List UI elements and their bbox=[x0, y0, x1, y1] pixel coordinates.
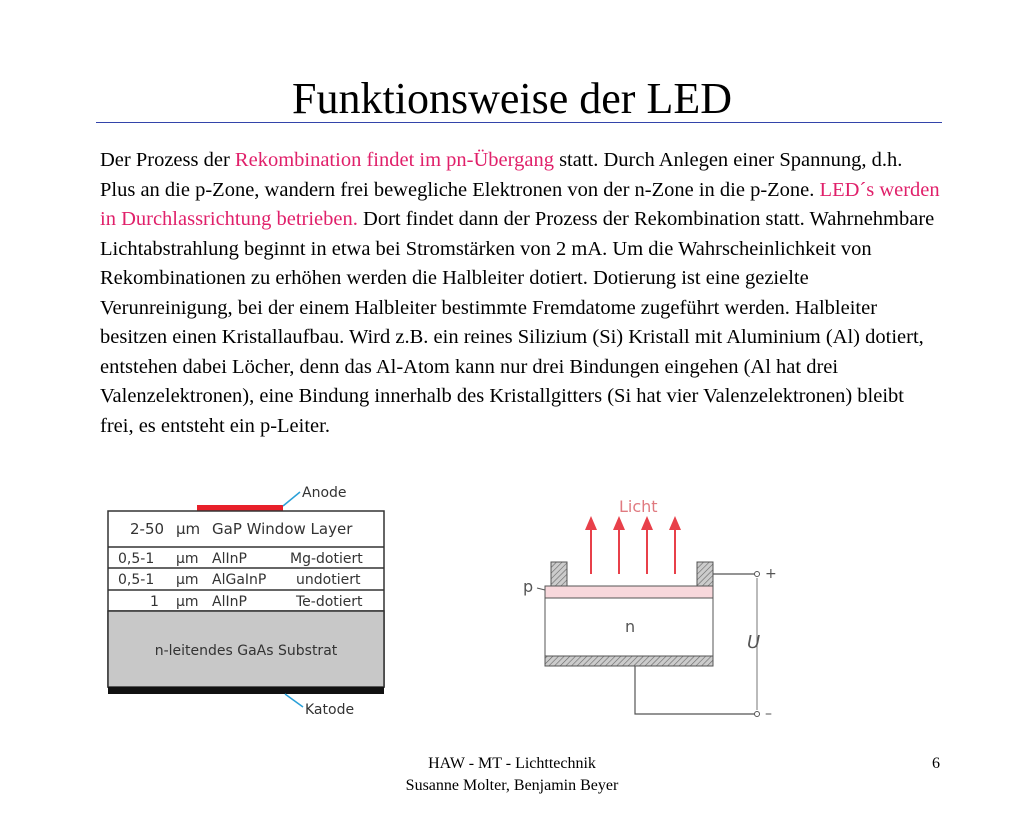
n-layer bbox=[544, 597, 714, 657]
top-contact-left bbox=[550, 561, 568, 587]
terminal-plus bbox=[754, 571, 760, 577]
light-arrow-head bbox=[669, 516, 681, 530]
substrate-label: n-leitendes GaAs Substrat bbox=[155, 643, 338, 659]
p-label: p bbox=[523, 577, 533, 596]
top-contact-right bbox=[696, 561, 714, 587]
led-circuit-diagram: Licht p n + – U bbox=[523, 497, 777, 722]
text-segment: Dort findet dann der Prozess der Rekombi… bbox=[100, 208, 935, 437]
layer-material: GaP Window Layer bbox=[212, 520, 353, 538]
body-paragraph: Der Prozess der Rekombination findet im … bbox=[100, 146, 940, 441]
anode-leader-line bbox=[282, 491, 301, 507]
p-layer bbox=[544, 585, 714, 599]
p-leader bbox=[536, 587, 546, 591]
layer-unit: µm bbox=[176, 594, 199, 610]
cathode-contact bbox=[108, 687, 384, 694]
led-layer-structure-diagram: Anode 2-50 µm GaP Window Layer 0,5-1 µm … bbox=[107, 485, 385, 718]
minus-label: – bbox=[765, 706, 772, 722]
layer-unit: µm bbox=[176, 551, 199, 567]
u-label: U bbox=[747, 632, 760, 653]
layer-doping: Mg-dotiert bbox=[290, 551, 363, 567]
footer-course: HAW - MT - Lichttechnik bbox=[428, 755, 596, 772]
layer-thickness: 2-50 bbox=[130, 520, 164, 538]
plus-label: + bbox=[765, 566, 777, 582]
licht-label: Licht bbox=[619, 497, 658, 516]
layer-unit: µm bbox=[176, 520, 200, 538]
wire-minus bbox=[634, 666, 755, 715]
highlight-forward-bias: LED´s werden in Durchlassrichtung betrie… bbox=[100, 178, 940, 231]
light-arrow-head bbox=[613, 516, 625, 530]
layer-material: AlInP bbox=[212, 551, 247, 567]
anode-label: Anode bbox=[302, 485, 347, 501]
anode-contact bbox=[197, 505, 283, 511]
katode-label: Katode bbox=[305, 702, 354, 718]
slide-title: Funktionsweise der LED bbox=[292, 74, 732, 123]
layer-doping: Te-dotiert bbox=[295, 594, 363, 610]
cathode-leader-line bbox=[284, 693, 304, 708]
text-segment: statt. Durch Anlegen einer Spannung, d.h… bbox=[100, 149, 903, 201]
n-label: n bbox=[625, 617, 635, 636]
layer-material: AlInP bbox=[212, 594, 247, 610]
text-segment: Der Prozess der bbox=[100, 149, 235, 171]
layer-material: AlGaInP bbox=[212, 572, 266, 588]
bottom-contact bbox=[544, 655, 714, 667]
terminal-minus bbox=[754, 711, 760, 717]
layer-thickness: 1 bbox=[150, 594, 159, 610]
layer-doping: undotiert bbox=[296, 572, 361, 588]
slide-footer: HAW - MT - Lichttechnik Susanne Molter, … bbox=[0, 753, 1024, 797]
page-number: 6 bbox=[932, 755, 940, 772]
layer-thickness: 0,5-1 bbox=[118, 551, 154, 567]
layer-thickness: 0,5-1 bbox=[118, 572, 154, 588]
layer-unit: µm bbox=[176, 572, 199, 588]
light-arrow-head bbox=[585, 516, 597, 530]
title-underline bbox=[96, 122, 942, 123]
highlight-recombination: Rekombination findet im pn-Übergang bbox=[234, 149, 554, 171]
substrate-layer bbox=[107, 610, 385, 688]
footer-authors: Susanne Molter, Benjamin Beyer bbox=[405, 777, 619, 794]
light-arrow-head bbox=[641, 516, 653, 530]
